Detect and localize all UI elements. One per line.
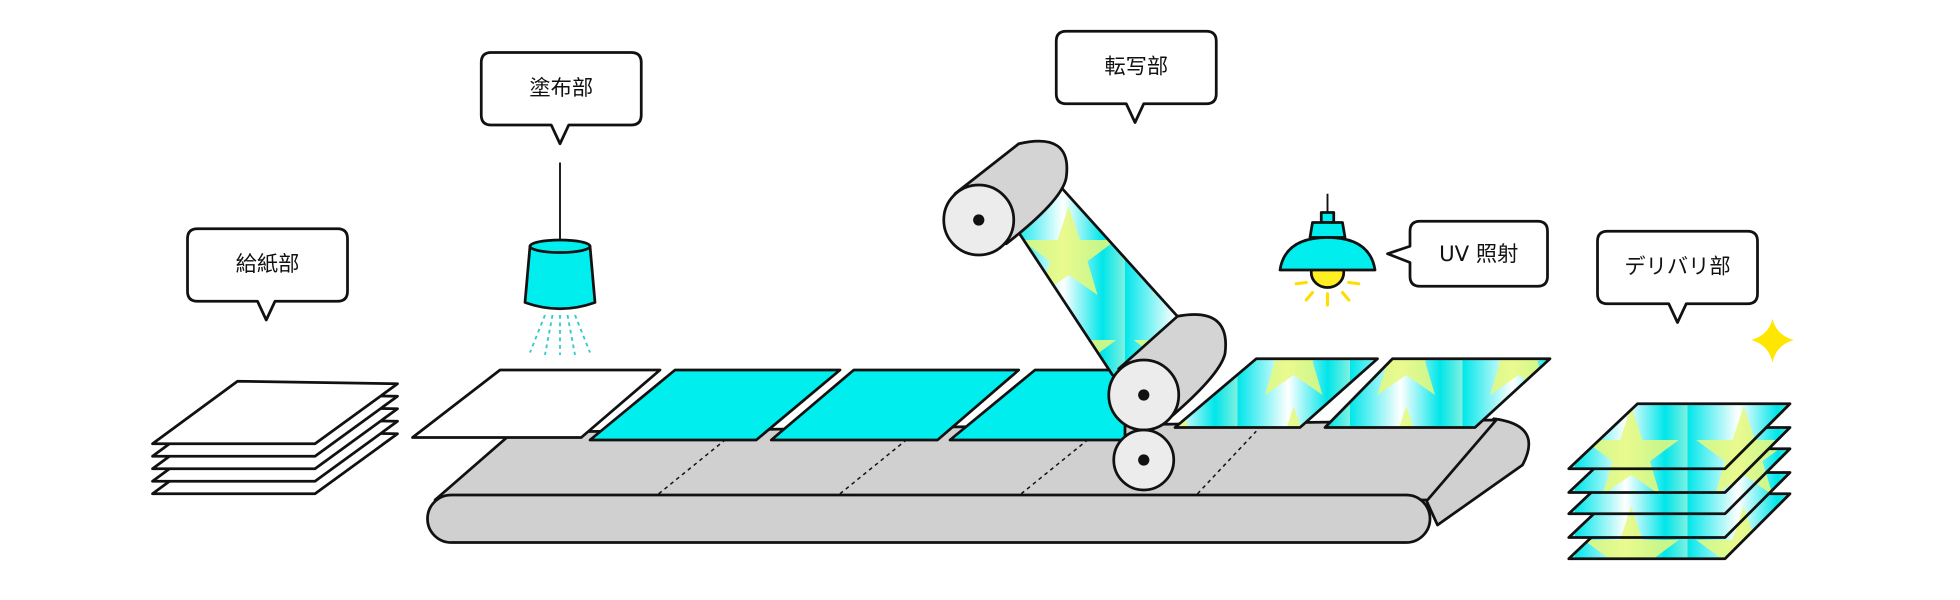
label-transfer: 転写部 [1104, 55, 1168, 80]
coater-nozzle-icon [525, 163, 595, 356]
label-uv: UV 照射 [1439, 242, 1518, 267]
label-coater: 塗布部 [529, 76, 593, 101]
label-bubble-feeder: 給紙部 [188, 229, 348, 320]
sheets-on-belt [413, 359, 1551, 440]
label-delivery: デリバリ部 [1624, 255, 1730, 280]
label-bubble-uv: UV 照射 [1388, 221, 1548, 286]
sparkle-icon [1751, 319, 1794, 363]
label-bubble-delivery: デリバリ部 [1598, 231, 1758, 322]
label-feeder: 給紙部 [236, 252, 300, 277]
label-bubble-coater: 塗布部 [481, 53, 641, 144]
label-bubble-transfer: 転写部 [1056, 31, 1216, 122]
uv-lamp-icon [1280, 194, 1375, 305]
paper-stack-feeder [153, 381, 398, 494]
paper-stack-delivery [1569, 404, 1790, 559]
